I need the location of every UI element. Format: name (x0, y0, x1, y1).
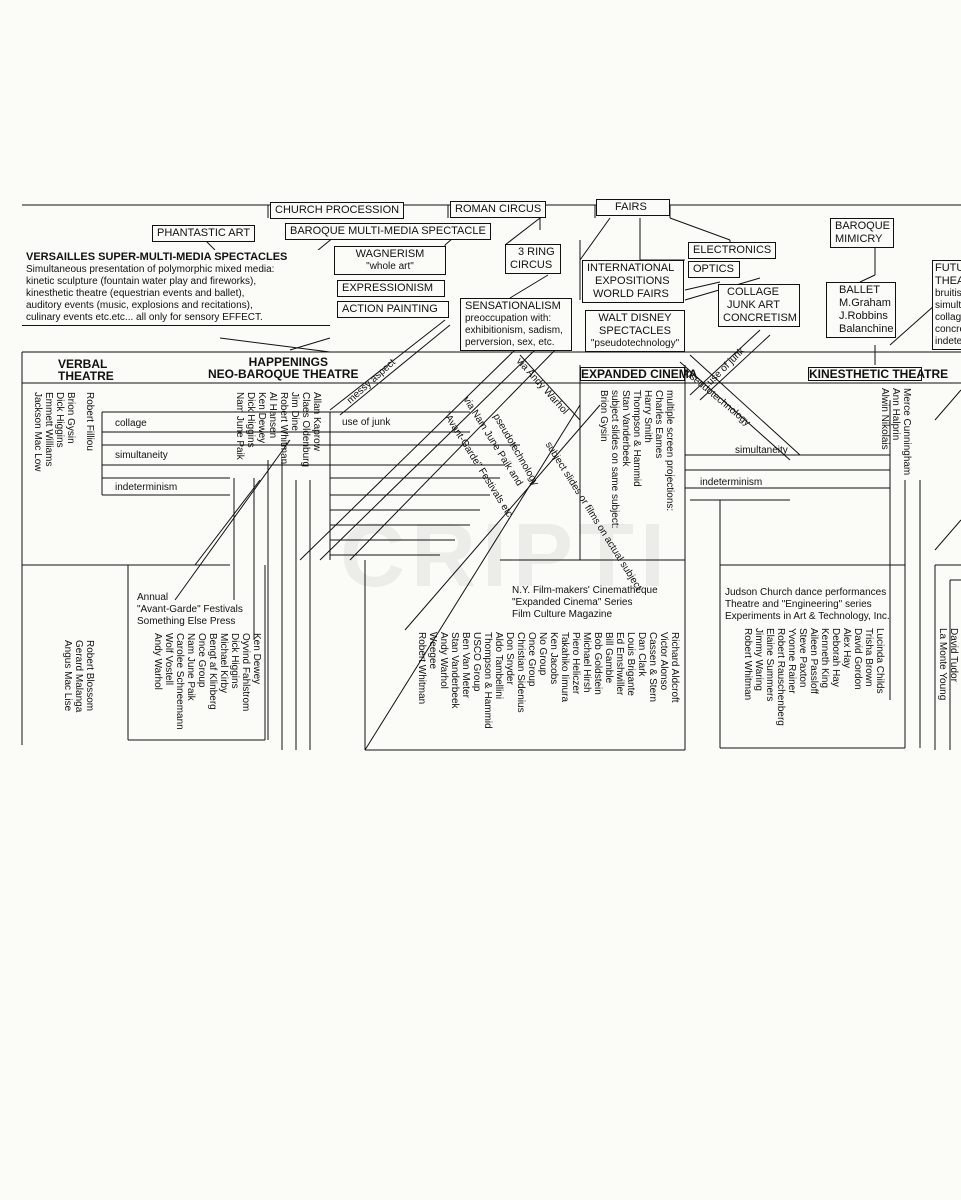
festival-header: Annual "Avant-Garde" Festivals Something… (137, 592, 243, 627)
column-happenings: Allan Kaprow Claes Oldenburg Jim Dine Ro… (234, 392, 322, 468)
label-indeterminism: indeterminism (115, 482, 178, 493)
box-baroque-mimicry: BAROQUE MIMICRY (830, 218, 894, 248)
box-fairs: FAIRS (596, 199, 670, 216)
label-use-of-junk: use of junk (342, 417, 391, 428)
judson-header: Judson Church dance performances Theatre… (725, 587, 890, 622)
box-optics: OPTICS (688, 261, 740, 278)
box-action-painting: ACTION PAINTING (337, 301, 449, 318)
box-wagnerism: WAGNERISM "whole art" (334, 246, 446, 275)
column-verbal-right: Robert Blossom Gerard Malanga Angus Mac … (62, 640, 95, 713)
box-ballet: BALLET M.Graham J.Robbins Balanchine (826, 282, 896, 338)
box-futurist-theatre: FUTU THEA bruitis simult collag concre i… (932, 260, 961, 350)
box-church-procession: CHURCH PROCESSION (270, 202, 405, 219)
box-3-ring-circus: 3 RING CIRCUS (505, 244, 561, 274)
header-happenings: HAPPENINGS NEO-BAROQUE THEATRE (208, 355, 359, 381)
label-collage: collage (115, 418, 147, 429)
header-kinesthetic-theatre: KINESTHETIC THEATRE (808, 367, 949, 381)
box-international-expositions: INTERNATIONAL EXPOSITIONS WORLD FAIRS (582, 260, 684, 303)
box-sensationalism: SENSATIONALISM preoccupation with: exhib… (460, 298, 572, 351)
box-phantastic-art: PHANTASTIC ART (152, 225, 256, 242)
header-expanded-cinema: EXPANDED CINEMA (580, 367, 698, 381)
box-expressionism: EXPRESSIONISM (337, 280, 445, 297)
watermark: CRIPTI (340, 506, 672, 606)
box-walt-disney: WALT DISNEY SPECTACLES "pseudotechnology… (585, 310, 685, 352)
column-far-right: David Tudor La Monte Young (937, 628, 959, 701)
label-simultaneity: simultaneity (115, 450, 168, 461)
column-judson-names: Lucinda Childs Trisha Brown David Gordon… (742, 628, 885, 726)
cinema-header: N.Y. Film-makers' Cinematheque "Expanded… (512, 585, 658, 620)
column-verbal-left: Robert Filliou Brion Gysin Dick Higgins … (32, 392, 95, 472)
box-collage-junk-art: COLLAGE JUNK ART CONCRETISM (718, 284, 800, 327)
column-kinesthetic-top: Merce Cunningham Ann Halprin Alwin Nikol… (879, 388, 912, 476)
box-electronics: ELECTRONICS (688, 242, 777, 259)
box-roman-circus: ROMAN CIRCUS (450, 201, 547, 218)
box-versailles: VERSAILLES SUPER-MULTI-MEDIA SPECTACLES … (22, 250, 330, 326)
header-verbal-theatre: VERBAL THEATRE (58, 357, 114, 383)
label-indeterminism-right: indeterminism (700, 477, 763, 488)
box-baroque-multimedia: BAROQUE MULTI-MEDIA SPECTACLE (285, 223, 491, 240)
label-simultaneity-right: simultaneity (735, 445, 788, 456)
column-festivals: Ken Dewey Oyvind Fahlstrom Dick Higgins … (152, 633, 262, 730)
column-cinema-names: Richard Aldcroft Victor Alonso Cassen & … (416, 632, 680, 729)
